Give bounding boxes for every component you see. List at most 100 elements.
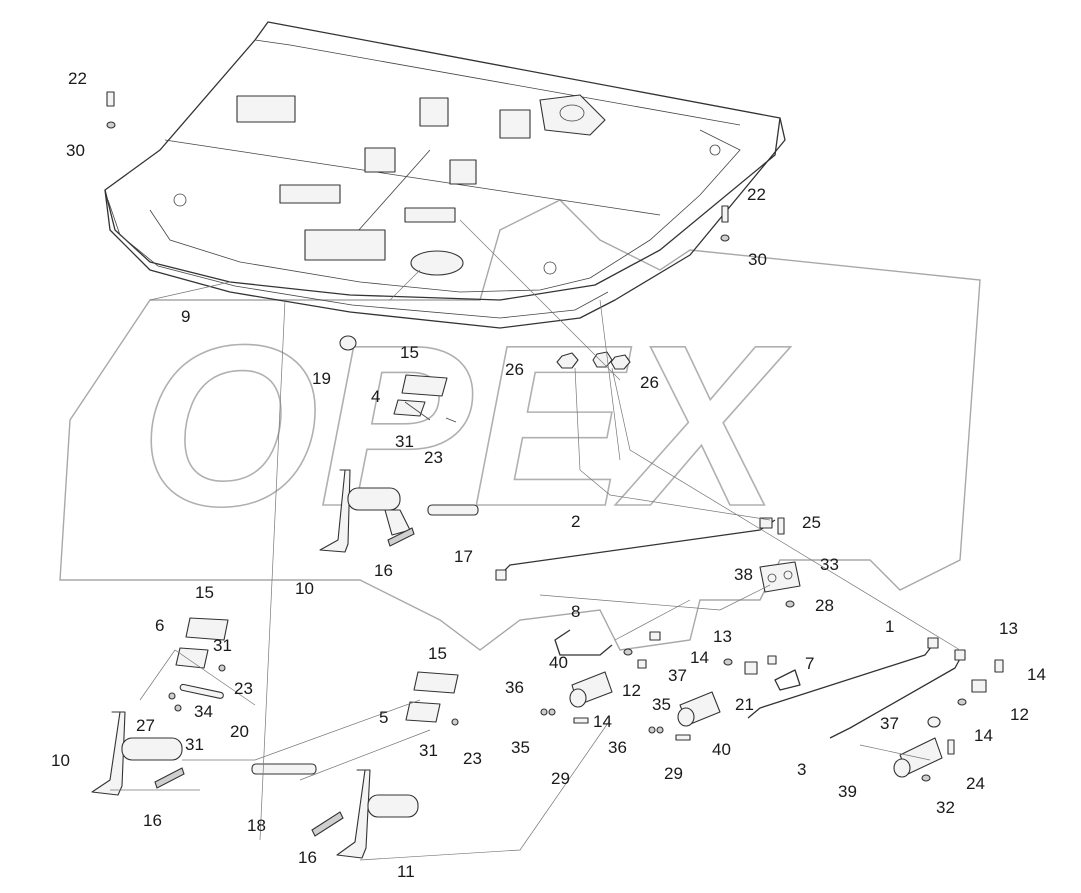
label-31-lower: 31 — [185, 735, 204, 754]
part-3-brake-tube — [829, 654, 963, 739]
part-11-pedal-arm — [336, 769, 371, 859]
label-39: 39 — [838, 782, 857, 801]
part-15-pedal-pad-center — [413, 671, 459, 694]
label-12-mid: 12 — [622, 681, 641, 700]
label-9: 9 — [181, 307, 190, 326]
part-26-nut-c — [610, 354, 631, 370]
part-22-bolt-left — [106, 91, 115, 107]
label-40-lower: 40 — [712, 740, 731, 759]
label-36-right: 36 — [608, 738, 627, 757]
label-4: 4 — [371, 387, 380, 406]
label-3: 3 — [797, 760, 806, 779]
label-33: 33 — [820, 555, 839, 574]
label-37-right: 37 — [880, 714, 899, 733]
label-16-upper: 16 — [374, 561, 393, 580]
leader-lines — [110, 219, 961, 861]
part-29-pin-right — [675, 734, 691, 741]
label-16-left: 16 — [143, 811, 162, 830]
label-26-right: 26 — [640, 373, 659, 392]
label-14-lower: 14 — [593, 712, 612, 731]
label-15-center: 15 — [428, 644, 447, 663]
label-30-right: 30 — [748, 250, 767, 269]
part-labels: 22 30 22 30 9 19 15 4 31 23 26 26 2 25 1… — [51, 69, 1046, 881]
label-6: 6 — [155, 616, 164, 635]
part-15-pedal-pad-left — [185, 617, 229, 641]
part-10-pedal-arm-upper — [319, 469, 351, 553]
label-35-right: 35 — [652, 695, 671, 714]
label-14-right: 14 — [1027, 665, 1046, 684]
label-31-center: 31 — [419, 741, 438, 760]
floor-bracket-mid — [364, 147, 396, 173]
part-10-pedal-shaft-lower — [121, 737, 183, 761]
label-13-right: 13 — [999, 619, 1018, 638]
label-10-upper: 10 — [295, 579, 314, 598]
part-16-spring-center — [311, 811, 344, 837]
part-26-nut-a — [556, 352, 579, 369]
label-13-mid: 13 — [713, 627, 732, 646]
part-22-bolt-right — [721, 205, 729, 223]
part-19-bumper — [339, 335, 357, 351]
label-27: 27 — [136, 716, 155, 735]
label-22-right: 22 — [747, 185, 766, 204]
label-38: 38 — [734, 565, 753, 584]
label-1: 1 — [885, 617, 894, 636]
label-34: 34 — [194, 702, 213, 721]
label-5: 5 — [379, 708, 388, 727]
part-4-plate — [393, 399, 426, 417]
label-8: 8 — [571, 602, 580, 621]
label-26-left: 26 — [505, 360, 524, 379]
part-18-rod — [251, 763, 317, 775]
label-18: 18 — [247, 816, 266, 835]
label-15-left: 15 — [195, 583, 214, 602]
part-32-nut — [921, 774, 931, 782]
label-32: 32 — [936, 798, 955, 817]
label-14-mid: 14 — [690, 648, 709, 667]
part-15-pedal-pad-upper — [401, 374, 448, 397]
floor-boss — [539, 94, 606, 136]
label-20: 20 — [230, 722, 249, 741]
label-14-right-lower: 14 — [974, 726, 993, 745]
parts — [91, 91, 1004, 859]
watermark-gear-outline — [59, 199, 981, 651]
part-12-fitting-right — [971, 679, 987, 693]
part-21-adapter — [744, 661, 758, 675]
part-11-pedal-shaft — [367, 794, 419, 818]
label-2: 2 — [571, 512, 580, 531]
label-10-lower: 10 — [51, 751, 70, 770]
label-29-left: 29 — [551, 769, 570, 788]
floor-slot-center — [404, 207, 456, 223]
part-30-washer-right — [720, 234, 730, 242]
part-20-rod — [179, 683, 224, 699]
part-28-nut — [785, 600, 795, 608]
part-10-pedal-arm-lower — [91, 711, 126, 796]
part-13-fitting-mid — [649, 631, 661, 641]
part-13-fitting-right — [994, 659, 1004, 673]
label-22-top-left: 22 — [68, 69, 87, 88]
label-25: 25 — [802, 513, 821, 532]
label-31-left: 31 — [213, 636, 232, 655]
part-38-block — [759, 561, 801, 593]
part-25-bolt — [777, 517, 785, 535]
label-29-right: 29 — [664, 764, 683, 783]
part-5-plate — [405, 701, 441, 723]
label-24: 24 — [966, 774, 985, 793]
floor-plate-insert — [304, 229, 386, 261]
floor-round-boss — [410, 250, 464, 276]
label-11: 11 — [397, 862, 415, 881]
label-31-upper: 31 — [395, 432, 414, 451]
label-23-center: 23 — [463, 749, 482, 768]
part-29-pin-left — [573, 717, 589, 724]
part-10-pedal-shaft-upper — [347, 487, 401, 511]
floor-slot-left — [279, 184, 341, 204]
floor-bracket-mid-right — [449, 159, 477, 185]
label-17: 17 — [454, 547, 473, 566]
part-8-tube — [554, 629, 613, 656]
part-6-plate — [175, 647, 209, 669]
label-7: 7 — [805, 654, 814, 673]
floor-plate — [104, 21, 786, 329]
label-19: 19 — [312, 369, 331, 388]
label-16-center: 16 — [298, 848, 317, 867]
label-37-mid: 37 — [668, 666, 687, 685]
floor-bracket-center — [419, 97, 449, 127]
